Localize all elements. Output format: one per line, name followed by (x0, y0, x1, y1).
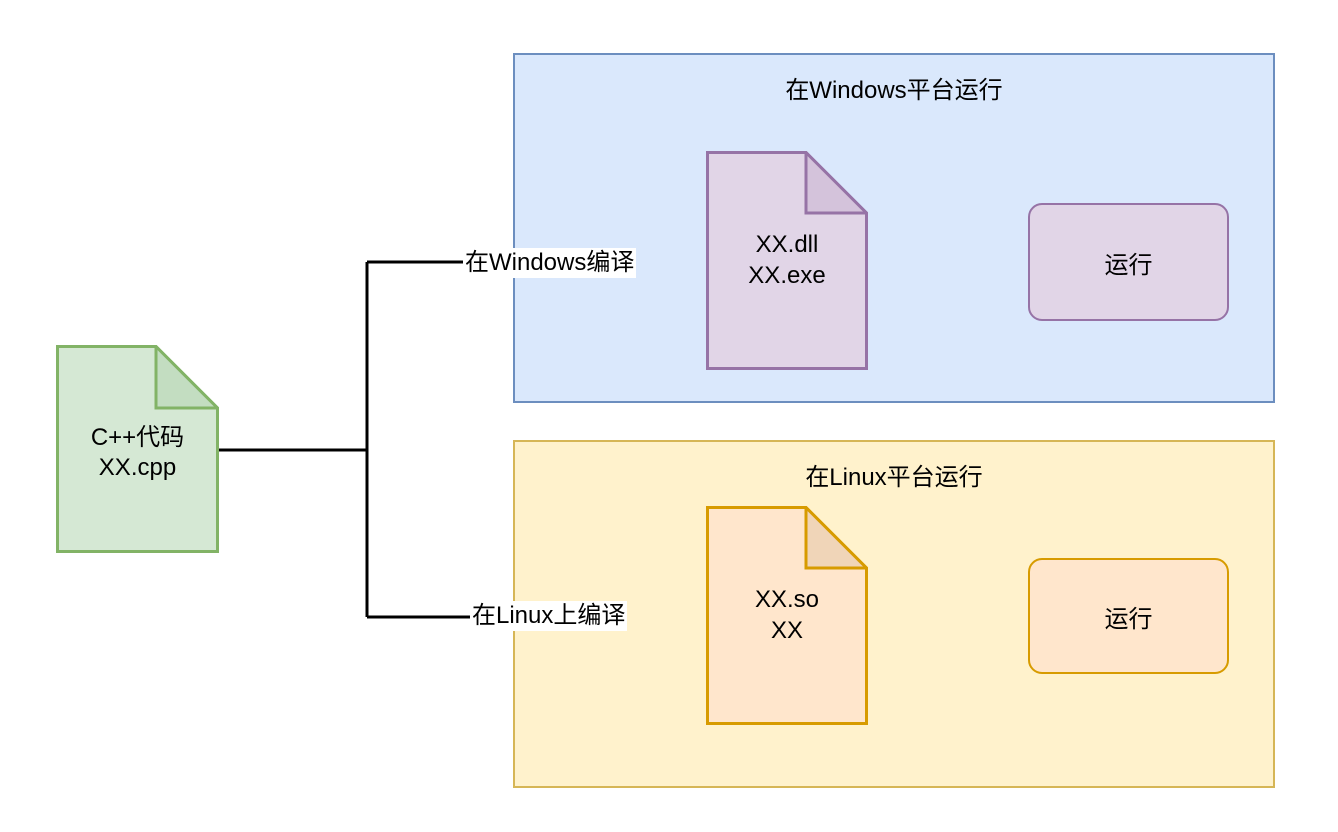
linux-artifact-document-node[interactable]: XX.so XX (706, 506, 868, 725)
edge-label-compile-on-windows: 在Windows编译 (463, 248, 637, 278)
linux-run-label: 运行 (1104, 605, 1153, 633)
document-shape-icon (706, 506, 868, 725)
windows-platform-title: 在Windows平台运行 (785, 77, 1003, 104)
document-shape-icon (706, 151, 868, 370)
edge-label-compile-on-linux: 在Linux上编译 (470, 601, 628, 631)
windows-run-node[interactable]: 运行 (1028, 203, 1229, 321)
document-shape-icon (56, 345, 219, 553)
source-code-document-node[interactable]: C++代码 XX.cpp (56, 345, 219, 553)
linux-platform-title: 在Linux平台运行 (805, 464, 983, 491)
windows-artifact-document-node[interactable]: XX.dll XX.exe (706, 151, 868, 370)
windows-run-label: 运行 (1104, 251, 1153, 279)
linux-run-node[interactable]: 运行 (1028, 558, 1229, 674)
